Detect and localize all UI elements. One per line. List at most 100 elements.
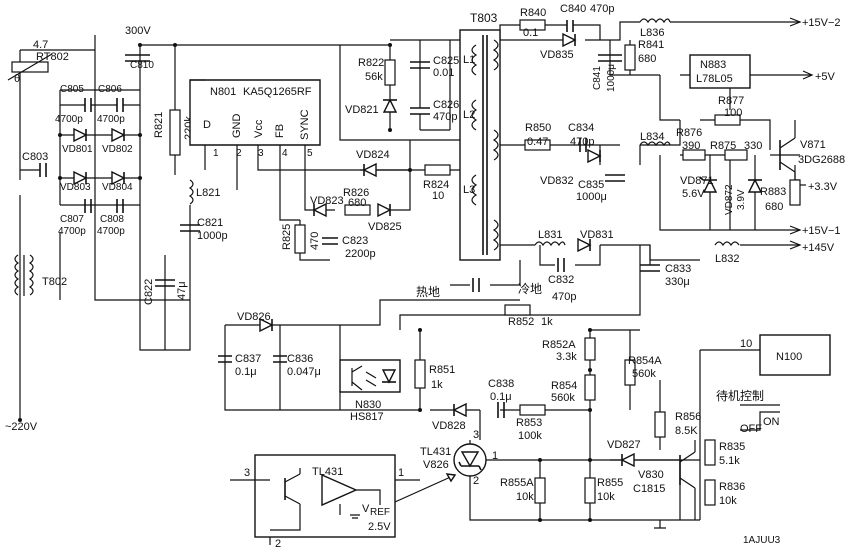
ic-pinnum-3: 3 (258, 148, 264, 159)
r850-ref: R850 (525, 122, 551, 134)
c833-ref: C833 (665, 263, 691, 275)
r835-val: 5.1k (719, 455, 740, 467)
ic-pin-sync: SYNC (299, 109, 311, 140)
out-15v-1: +15V−1 (802, 225, 841, 237)
optocoupler-n830: N830 HS817 (339, 359, 401, 423)
r850-val: 0.47 (527, 136, 548, 148)
r855a-ref: R855A (500, 477, 534, 489)
c838-val: 0.1μ (490, 391, 512, 403)
feedback-resistors: R852 1k R852A 3.3k R854A 560k R854 560k … (414, 304, 662, 442)
regulator-n883: N883 L78L05 +5V R877 100 (689, 54, 836, 126)
c840-ref: C840 (560, 3, 586, 15)
out-3v3: +3.3V (808, 181, 838, 193)
ic-ref: N801 (210, 86, 236, 98)
vd821-label: VD821 (345, 104, 379, 116)
c834-ref: C834 (568, 122, 594, 134)
l831-label: L831 (538, 229, 562, 241)
ic-part: KA5Q1265RF (243, 86, 312, 98)
tl431-ref: TL431 (420, 446, 451, 458)
vd832-label: VD832 (540, 175, 574, 187)
r883-ref: R883 (760, 186, 786, 198)
r852-ref: R852 (508, 316, 534, 328)
bus-label: 300V (125, 25, 151, 37)
inset-vref: V (362, 503, 370, 515)
inset-vref-val: 2.5V (368, 521, 391, 533)
ac-input: ~220V T802 (5, 254, 67, 433)
n883-part: L78L05 (696, 73, 733, 85)
r854a-ref: R854A (628, 355, 662, 367)
ic-n801: N801 KA5Q1265RF D GND Vcc FB SYNC 1 2 3 … (189, 79, 321, 159)
r883-val: 680 (765, 201, 783, 213)
c821-val: 1000p (197, 230, 228, 242)
diode-vd801: VD801 (60, 127, 140, 155)
c837-val: 0.1μ (235, 366, 257, 378)
c834-val: 470p (570, 136, 594, 148)
tl431-pin1: 1 (492, 450, 498, 462)
sampling-resistors: R855A 10k R855 10k R856 8.5K VD827 (500, 411, 701, 522)
c822-ref: C822 (143, 279, 155, 305)
r852-val: 1k (541, 316, 553, 328)
cap-c806: C806 4700p (97, 84, 140, 125)
r856-val: 8.5K (675, 425, 698, 437)
v830-ref: V830 (638, 469, 664, 481)
c832-ref: C832 (548, 274, 574, 286)
c805-val: 4700p (55, 114, 83, 125)
c832-val: 470p (552, 291, 576, 303)
secondary-145v: L831 VD831 C833 330μ L832 +145V (534, 229, 835, 288)
r855a-val: 10k (516, 491, 534, 503)
inset-pin1: 1 (398, 467, 404, 479)
r854-ref: R854 (551, 380, 577, 392)
filter-label: T802 (42, 276, 67, 288)
ic-pinnum-1: 1 (213, 148, 219, 159)
winding-l2: L2 (463, 109, 475, 121)
r877-val: 100 (724, 107, 742, 119)
vd871-val: 5.6V (682, 188, 705, 200)
l832-label: L832 (715, 253, 739, 265)
r824-val: 10 (432, 190, 444, 202)
r875-ref: R875 (710, 140, 736, 152)
tl431-pin3: 3 (473, 429, 479, 441)
v826-ref: V826 (423, 459, 449, 471)
c822-val: 47μ (176, 281, 188, 300)
c803-label: C803 (22, 151, 48, 163)
n830-part: HS817 (350, 411, 384, 423)
ic-pin-fb: FB (274, 124, 286, 138)
ic-pinnum-5: 5 (307, 148, 313, 159)
watermark: 1AJUU3 (743, 535, 781, 546)
c807-val: 4700p (58, 226, 86, 237)
v871-ref: V871 (800, 139, 826, 151)
t803-label: T803 (470, 11, 498, 25)
r825-ref: R825 (281, 224, 293, 250)
r876-ref: R876 (676, 127, 702, 139)
r821-ref: R821 (153, 112, 165, 138)
regulator-3v3: V871 3DG2688 VD871 5.6V VD872 3.9V R883 … (680, 120, 845, 215)
inductor-l821: L821 (188, 179, 220, 205)
inset-label: TL431 (312, 466, 343, 478)
vd824-label: VD824 (356, 149, 390, 161)
vcc-supply: VD824 R824 10 (356, 149, 451, 202)
c837-ref: C837 (235, 353, 261, 365)
ic-pinnum-4: 4 (282, 148, 288, 159)
standby-transistor-v830: V830 C1815 R835 5.1k R836 10k (633, 439, 745, 529)
vd871-ref: VD871 (680, 175, 714, 187)
c806-val: 4700p (97, 114, 125, 125)
diode-vd804: VD804 (102, 170, 133, 193)
r826-ref: R826 (343, 187, 369, 199)
ic-pin-vcc: Vcc (253, 119, 265, 138)
tl431-inset: 3 1 2 TL431 V REF 2.5V (230, 454, 457, 550)
c821-ref: C821 (197, 217, 223, 229)
ic-pin-gnd: GND (231, 114, 243, 139)
thermistor-symbol: θ (14, 73, 20, 85)
r836-ref: R836 (719, 481, 745, 493)
c808-ref: C808 (100, 214, 124, 225)
vd828-label: VD828 (432, 420, 466, 432)
secondary-15v1: R850 0.47 C834 470p VD832 C835 1000μ L83… (524, 122, 841, 237)
c823-ref: C823 (342, 235, 368, 247)
c838-ref: C838 (488, 378, 514, 390)
bridge-rectifier: C805 4700p C806 4700p VD801 VD802 VD803 (55, 84, 142, 237)
winding-l1: L1 (463, 54, 475, 66)
c826-val: 470p (433, 111, 457, 123)
r825-val: 470 (309, 232, 321, 250)
inset-pin2: 2 (275, 538, 281, 550)
